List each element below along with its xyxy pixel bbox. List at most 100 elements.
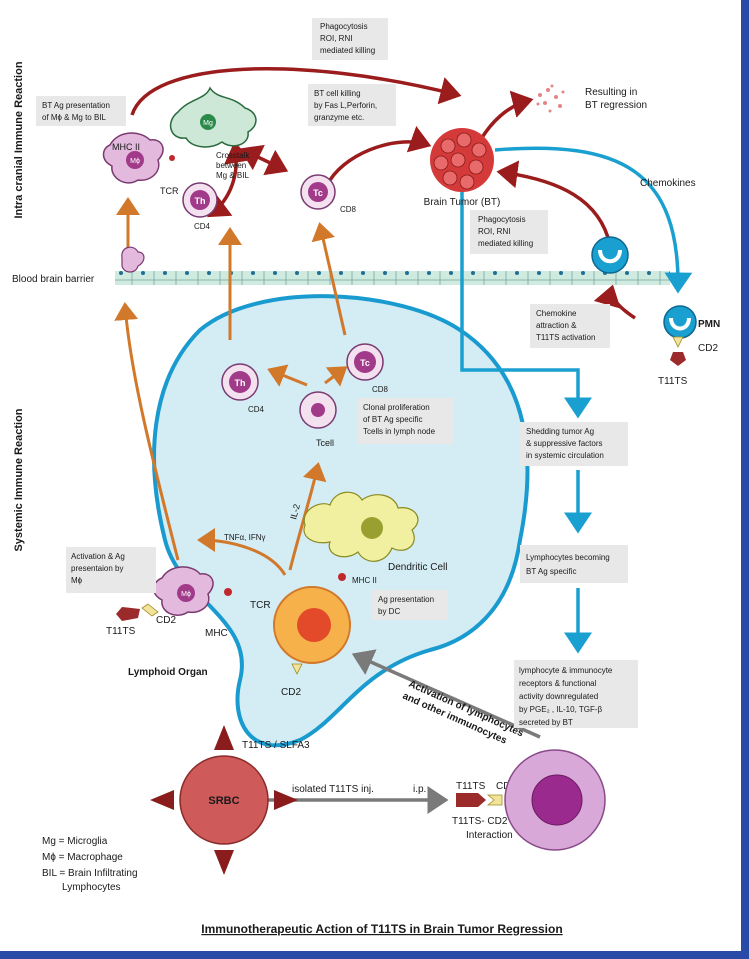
macrophage-mhc-dot	[224, 588, 232, 596]
cd4-intracranial-label: CD4	[194, 222, 211, 231]
pmn-crossing-nucleus	[598, 249, 622, 264]
cd8-intracranial-label: CD8	[340, 205, 357, 214]
box-ag-dc	[372, 590, 448, 620]
tc-systemic-label: Tc	[360, 358, 370, 368]
tc-cell-intracranial-nucleus	[308, 182, 328, 202]
dc-mhc2-dot	[338, 573, 346, 581]
bt-killing-line-1: BT cell killing	[314, 89, 361, 98]
macrophage-t11ts-marker	[116, 607, 140, 621]
box-bt-ag-presentation	[36, 96, 126, 126]
tcell-nucleus	[311, 403, 325, 417]
bottom-border	[0, 951, 749, 959]
resulting-line-2: BT regression	[585, 100, 647, 111]
dc-mhc2-label: MHC II	[352, 576, 377, 585]
chemokine-attr-line-1: Chemokine	[536, 309, 577, 318]
ag-dc-line-2: by DC	[378, 607, 400, 616]
isolated-label: isolated T11TS inj.	[292, 784, 374, 795]
clonal-line-1: Clonal proliferation	[363, 403, 430, 412]
srbc-cell	[150, 725, 298, 875]
macrophage-systemic-label: Mɸ	[181, 591, 191, 598]
box-lymph-specific	[520, 545, 628, 583]
mhc-label: MHC	[205, 628, 228, 639]
th-cell-systemic-nucleus	[229, 371, 251, 393]
downreg-line-5: secreted by BT	[519, 718, 573, 727]
th-intracranial-label: Th	[195, 196, 206, 206]
brain-tumor-label: Brain Tumor (BT)	[424, 197, 501, 208]
lymphocyte-bottom-nucleus	[531, 774, 583, 826]
pmn-cd2-receptor	[672, 336, 684, 348]
phago-mid-line-2: ROI, RNI	[478, 227, 510, 236]
blood-brain-barrier	[115, 271, 670, 285]
pmn-label: PMN	[698, 319, 720, 330]
tc-intracranial-label: Tc	[313, 188, 323, 198]
pmn-t11ts-marker	[670, 352, 686, 366]
th-cell-intracranial-nucleus	[190, 190, 210, 210]
tnf-label: TNFα, IFNγ	[224, 533, 266, 542]
naive-tcell-nucleus	[297, 608, 331, 642]
tcell-cd2-label: CD2	[281, 687, 301, 698]
ip-label: i.p.	[413, 784, 426, 795]
pmn-cell	[663, 305, 697, 339]
microglia-label: Mg	[203, 120, 213, 127]
box-activation-ag	[66, 547, 156, 593]
lymph-specific-line-2: BT Ag specific	[526, 567, 577, 576]
bt-ag-line-2: of Mɸ & Mg to BIL	[42, 113, 107, 122]
t11ts-bottom-marker	[456, 793, 486, 807]
macrophage-cd2-label: CD2	[156, 615, 176, 626]
arrow-tc-up	[311, 222, 347, 336]
tcell-label: Tcell	[316, 438, 334, 448]
arrow-activation	[351, 649, 541, 739]
macrophage-systemic-nucleus	[177, 584, 195, 602]
shedding-line-1: Shedding tumor Ag	[526, 427, 594, 436]
regression-dots	[536, 84, 565, 113]
box-chemokine-attraction	[530, 304, 610, 348]
il2-label: IL-2	[288, 503, 302, 521]
macrophage-crossing	[121, 246, 145, 273]
cd4-systemic-label: CD4	[248, 405, 265, 414]
mhc2-dot	[169, 155, 175, 161]
phago-top-line-3: mediated killing	[320, 46, 375, 55]
legend-line-2: Mɸ = Macrophage	[42, 852, 123, 863]
arrow-tcell-tc	[324, 366, 348, 387]
phago-mid-line-3: mediated killing	[478, 239, 533, 248]
cd2-bottom-receptor	[486, 794, 503, 806]
macrophage-intracranial-nucleus	[126, 151, 144, 169]
box-clonal	[358, 398, 454, 444]
interaction-line-2: Interaction	[466, 830, 513, 841]
ag-dc-line-1: Ag presentation	[378, 595, 434, 604]
box-downregulated	[514, 660, 638, 728]
phago-mid-line-1: Phagocytosis	[478, 215, 526, 224]
arrow-macrophage-up	[114, 302, 180, 561]
tcr-label: TCR	[160, 186, 179, 196]
dendritic-label: Dendritic Cell	[388, 562, 447, 573]
pmn-cell-crossing	[591, 236, 629, 274]
macrophage-cd2-receptor	[141, 603, 159, 617]
shedding-line-2: & suppressive factors	[526, 439, 602, 448]
downreg-line-3: activity downregulated	[519, 692, 598, 701]
tcr-systemic-label: TCR	[250, 600, 271, 611]
activation-ag-line-1: Activation & Ag	[71, 552, 125, 561]
legend-line-3: BIL = Brain Infiltrating	[42, 868, 138, 879]
resulting-line-1: Resulting in	[585, 87, 637, 98]
box-phagocytosis-mid	[470, 210, 548, 254]
diagram-title: Immunotherapeutic Action of T11TS in Bra…	[201, 922, 562, 936]
intracranial-label: Intra cranial Immune Reaction	[13, 61, 25, 218]
tcell-cd2-receptor	[291, 663, 303, 675]
systemic-label: Systemic Immune Reaction	[13, 408, 25, 551]
downreg-line-1: lymphocyte & immunocyte	[519, 666, 613, 675]
bt-killing-line-3: granzyme etc.	[314, 113, 364, 122]
arrow-shedding	[460, 190, 592, 419]
downreg-line-4: by PGE₂ , IL-10, TGF-β	[519, 705, 603, 714]
chemokine-attr-line-3: T11TS activation	[536, 333, 595, 342]
mhc2-label: MHC II	[112, 142, 140, 152]
macrophage-intracranial-label: Mɸ	[130, 158, 140, 165]
activation-ag-line-3: Mɸ	[71, 576, 83, 585]
dendritic-nucleus	[361, 517, 383, 539]
srbc-label: SRBC	[208, 795, 239, 807]
pmn-cd2-label: CD2	[698, 343, 718, 354]
box-bt-cell-killing	[308, 84, 396, 126]
box-phagocytosis-top	[312, 18, 388, 60]
interaction-line-1: T11TS- CD2	[452, 816, 508, 827]
legend-line-1: Mg = Microglia	[42, 836, 108, 847]
